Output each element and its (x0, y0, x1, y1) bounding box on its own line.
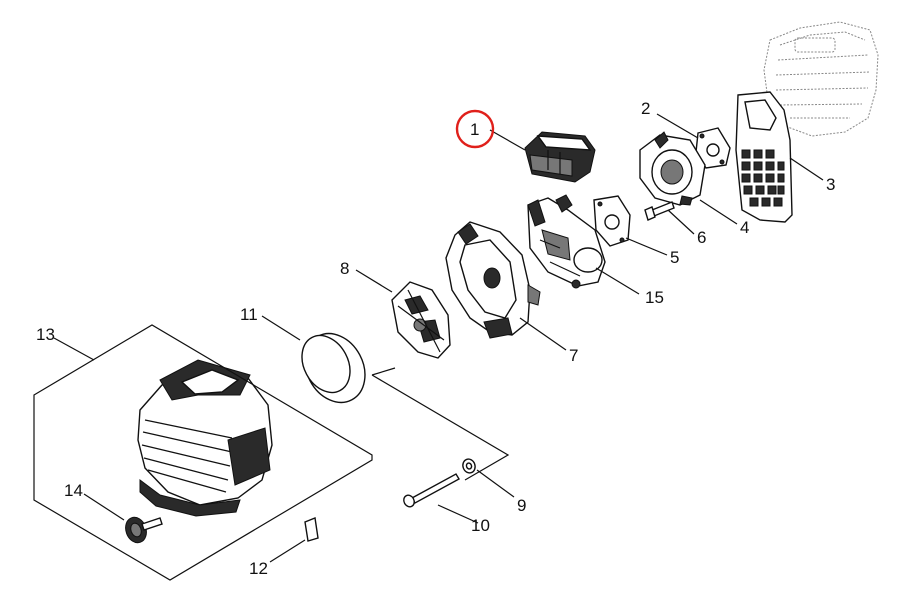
part-9-washer[interactable] (461, 457, 477, 474)
label-part-14[interactable]: 14 (64, 481, 83, 500)
highlight-circle (455, 109, 495, 149)
part-3-gasket[interactable] (735, 91, 793, 223)
label-part-12[interactable]: 12 (249, 559, 268, 578)
label-part-2[interactable]: 2 (641, 99, 650, 118)
label-part-1[interactable]: 1 (470, 120, 479, 139)
part-labels: 1 2 3 4 5 6 7 8 9 10 11 12 13 14 15 (36, 99, 835, 578)
engine-block-ghost (763, 21, 879, 137)
label-part-9[interactable]: 9 (517, 496, 526, 515)
part-5-gasket[interactable] (593, 195, 631, 247)
assembly-lines (33, 324, 510, 581)
part-11-foam-filter[interactable] (292, 323, 376, 413)
part-14-knob[interactable] (122, 514, 163, 545)
part-1-air-filter[interactable] (524, 131, 596, 183)
part-8-filter-holder[interactable] (391, 281, 451, 359)
label-part-15[interactable]: 15 (645, 288, 664, 307)
label-part-11[interactable]: 11 (240, 305, 258, 324)
leader-lines (53, 113, 824, 563)
label-part-7[interactable]: 7 (569, 346, 578, 365)
label-part-5[interactable]: 5 (670, 248, 679, 267)
part-10-bolt[interactable] (402, 473, 460, 509)
part-12-clip[interactable] (304, 517, 319, 542)
part-6-bolt[interactable] (644, 201, 675, 221)
part-4-insulator[interactable] (639, 131, 706, 206)
label-part-13[interactable]: 13 (36, 325, 55, 344)
label-part-3[interactable]: 3 (826, 175, 835, 194)
label-part-10[interactable]: 10 (471, 516, 490, 535)
part-7-air-case[interactable] (445, 221, 541, 339)
part-15-carburetor[interactable] (527, 194, 606, 289)
label-part-6[interactable]: 6 (697, 228, 706, 247)
label-part-4[interactable]: 4 (740, 218, 749, 237)
label-part-8[interactable]: 8 (340, 259, 349, 278)
